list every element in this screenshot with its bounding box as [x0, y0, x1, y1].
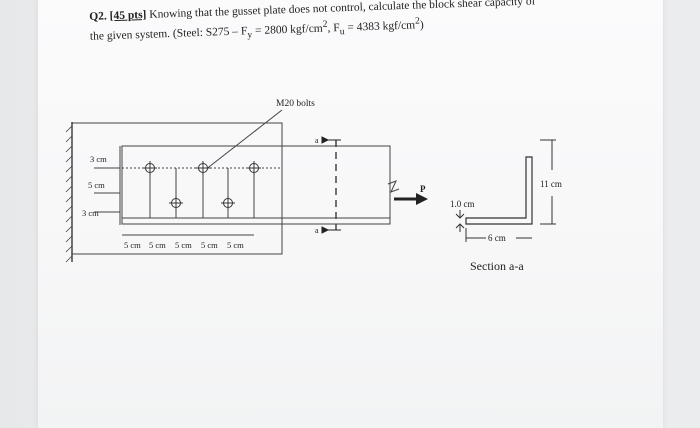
width-label: 6 cm [488, 233, 506, 243]
dim-bottom-2: 5 cm [149, 240, 166, 250]
section-arrow-bottom [321, 226, 330, 234]
bolt-5 [221, 196, 235, 210]
section-aa: 1.0 cm 6 cm 11 cm Section a-a [450, 139, 562, 273]
bolt-1 [143, 161, 157, 175]
height-dimension [540, 139, 556, 225]
dim-bottom-1: 5 cm [124, 240, 141, 250]
bolt-group [143, 161, 261, 210]
height-label: 11 cm [540, 179, 562, 189]
dim-bottom-4: 5 cm [201, 240, 218, 250]
dim-bottom-3: 5 cm [175, 240, 192, 250]
break-symbol [387, 180, 400, 193]
dim-left-bot: 3 cm [82, 208, 99, 218]
gusset-plate [71, 122, 283, 255]
section-mark-top: a [315, 136, 319, 145]
width-dimension [465, 228, 532, 242]
bolts-label: M20 bolts [276, 99, 315, 109]
paper-sheet [38, 0, 663, 428]
bolt-2 [196, 161, 210, 175]
bolt-leader-line [204, 109, 283, 171]
section-arrow-top [321, 136, 330, 144]
dim-bottom-5: 5 cm [227, 240, 244, 250]
fixed-support [65, 122, 73, 263]
thickness-label: 1.0 cm [450, 199, 475, 209]
dim-left-mid: 5 cm [88, 180, 105, 190]
bolt-3 [247, 161, 261, 175]
load-label: P [420, 184, 426, 194]
angle-member [121, 145, 391, 225]
thickness-dimension [455, 210, 465, 232]
section-title: Section a-a [470, 259, 524, 273]
section-mark-bottom: a [315, 226, 319, 235]
dim-left-top: 3 cm [90, 154, 107, 164]
bolt-4 [169, 196, 183, 210]
angle-section-profile [465, 156, 533, 225]
load-arrow [394, 193, 428, 205]
